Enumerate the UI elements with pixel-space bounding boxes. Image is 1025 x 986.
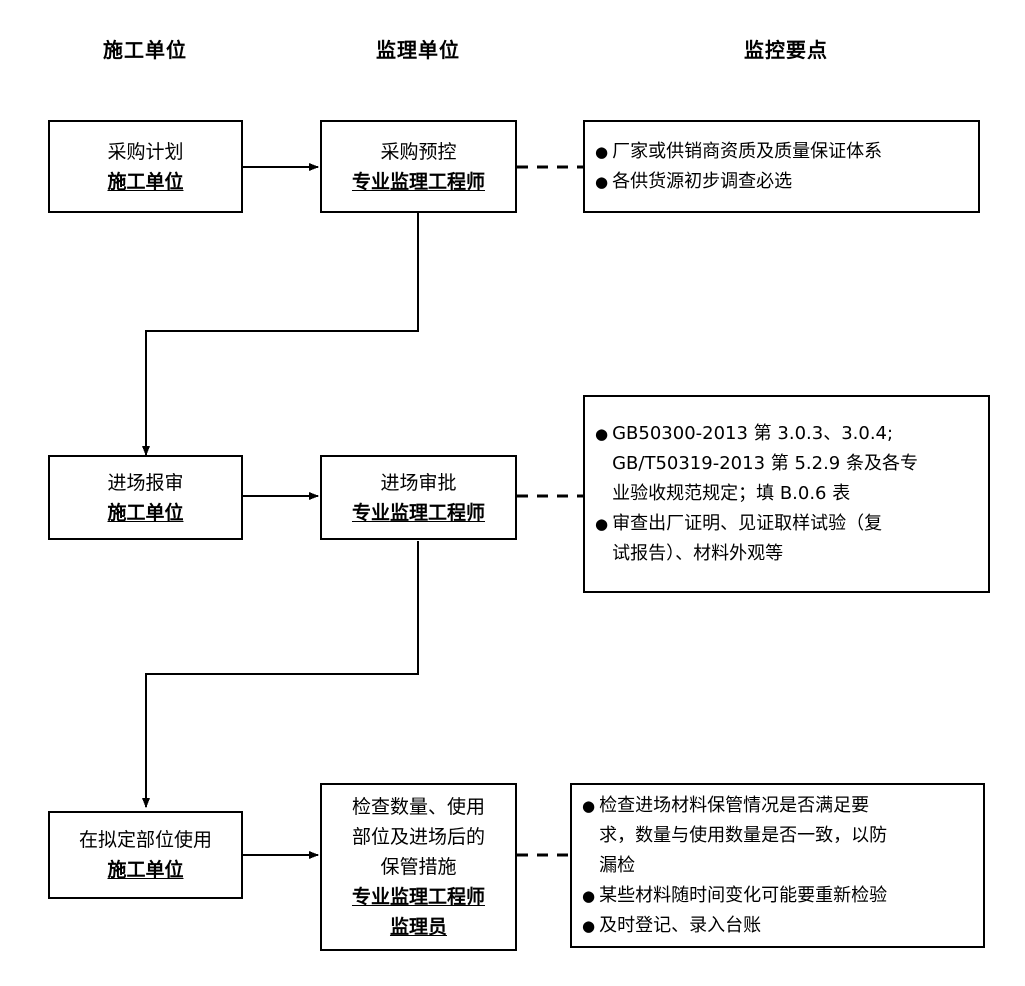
column-header-supervision-unit: 监理单位 — [376, 38, 460, 62]
column-header-construction-unit: 施工单位 — [103, 38, 187, 62]
node-row1-left-line2: 施工单位 — [107, 170, 184, 193]
bullet-text: 某些材料随时间变化可能要重新检验 — [599, 884, 888, 906]
node-row1-mid-line1: 采购预控 — [380, 140, 457, 163]
connector-row2-to-row3 — [142, 541, 419, 808]
node-row2-mid-line1: 进场审批 — [380, 471, 457, 494]
node-row1-mid[interactable]: 采购预控 专业监理工程师 — [320, 120, 517, 213]
bullet-dot-icon: ● — [595, 425, 609, 443]
node-row1-mid-line2: 专业监理工程师 — [351, 170, 485, 193]
bullet-text: 及时登记、录入台账 — [599, 914, 762, 936]
node-row2-left[interactable]: 进场报审 施工单位 — [48, 455, 243, 540]
column-header-monitoring-points: 监控要点 — [744, 38, 828, 62]
node-row1-left[interactable]: 采购计划 施工单位 — [48, 120, 243, 213]
bullet-item: ● 某些材料随时间变化可能要重新检验 — [582, 881, 971, 911]
notebox-row3: ● 检查进场材料保管情况是否满足要 求，数量与使用数量是否一致，以防 漏检 ● … — [570, 783, 985, 948]
bullet-item: ● GB50300-2013 第 3.0.3、3.0.4; GB/T50319-… — [595, 419, 976, 509]
bullet-text: 各供货源初步调查必选 — [612, 170, 793, 192]
node-row2-mid-line2: 专业监理工程师 — [351, 501, 485, 524]
bullet-text: GB50300-2013 第 3.0.3、3.0.4; GB/T50319-20… — [612, 423, 918, 504]
node-row3-left-line2: 施工单位 — [107, 859, 184, 881]
bullet-dot-icon: ● — [582, 796, 596, 815]
bullet-text: 检查进场材料保管情况是否满足要 求，数量与使用数量是否一致，以防 漏检 — [599, 794, 888, 876]
node-row3-mid-line1: 检查数量、使用 — [351, 796, 485, 818]
bullet-dot-icon: ● — [595, 142, 609, 161]
bullet-text: 厂家或供销商资质及质量保证体系 — [612, 140, 883, 162]
node-row3-mid-line2: 部位及进场后的 — [351, 826, 485, 848]
bullet-text: 审查出厂证明、见证取样试验（复 试报告）、材料外观等 — [612, 513, 883, 564]
bullet-item: ● 各供货源初步调查必选 — [595, 167, 966, 197]
node-row3-left[interactable]: 在拟定部位使用 施工单位 — [48, 811, 243, 899]
node-row2-left-line1: 进场报审 — [107, 471, 184, 494]
bullet-dot-icon: ● — [595, 172, 609, 191]
connector-row1-to-row2 — [142, 213, 419, 456]
node-row3-mid-line5: 监理员 — [389, 916, 447, 938]
node-row3-mid-line4: 专业监理工程师 — [351, 886, 485, 908]
node-row3-mid-line3: 保管措施 — [380, 856, 457, 878]
bullet-dot-icon: ● — [582, 916, 596, 935]
bullet-item: ● 及时登记、录入台账 — [582, 911, 971, 941]
bullet-item: ● 厂家或供销商资质及质量保证体系 — [595, 137, 966, 167]
node-row3-mid[interactable]: 检查数量、使用 部位及进场后的 保管措施 专业监理工程师 监理员 — [320, 783, 517, 951]
bullet-item: ● 检查进场材料保管情况是否满足要 求，数量与使用数量是否一致，以防 漏检 — [582, 791, 971, 881]
bullet-item: ● 审查出厂证明、见证取样试验（复 试报告）、材料外观等 — [595, 509, 976, 569]
node-row2-mid[interactable]: 进场审批 专业监理工程师 — [320, 455, 517, 540]
notebox-row1: ● 厂家或供销商资质及质量保证体系 ● 各供货源初步调查必选 — [583, 120, 980, 213]
node-row3-left-line1: 在拟定部位使用 — [78, 829, 212, 851]
bullet-dot-icon: ● — [582, 886, 596, 905]
node-row1-left-line1: 采购计划 — [107, 140, 184, 163]
notebox-row2: ● GB50300-2013 第 3.0.3、3.0.4; GB/T50319-… — [583, 395, 990, 593]
node-row2-left-line2: 施工单位 — [107, 501, 184, 524]
bullet-dot-icon: ● — [595, 515, 609, 533]
